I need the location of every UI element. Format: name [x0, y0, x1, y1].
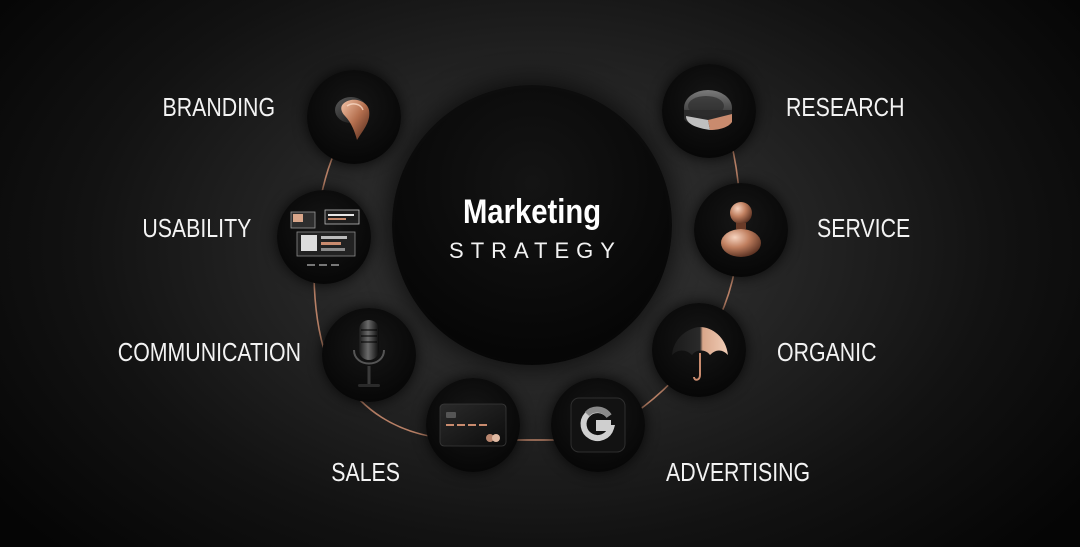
- branding-node[interactable]: [307, 70, 401, 164]
- center-title: Marketing: [462, 193, 602, 231]
- service-label: SERVICE: [817, 213, 911, 243]
- organic-label: ORGANIC: [777, 337, 877, 367]
- person-icon: [721, 202, 761, 257]
- pie-chart-icon: [684, 90, 732, 130]
- usability-node[interactable]: [277, 190, 371, 284]
- communication-node[interactable]: [322, 308, 416, 402]
- service-node[interactable]: [694, 183, 788, 277]
- cursor-hand-icon: [335, 97, 370, 140]
- advertising-label: ADVERTISING: [666, 457, 811, 487]
- google-g-icon: [570, 397, 626, 453]
- center-circle: Marketing STRATEGY: [392, 85, 672, 365]
- ui-layout-icon: [290, 209, 360, 266]
- umbrella-icon: [672, 327, 728, 381]
- research-label: RESEARCH: [786, 92, 905, 122]
- research-node[interactable]: [662, 64, 756, 158]
- microphone-icon: [353, 320, 385, 387]
- communication-label: COMMUNICATION: [117, 337, 301, 367]
- credit-card-icon: [439, 403, 507, 447]
- advertising-node[interactable]: [551, 378, 645, 472]
- sales-label: SALES: [331, 457, 400, 487]
- sales-node[interactable]: [426, 378, 520, 472]
- branding-label: BRANDING: [162, 92, 276, 122]
- usability-label: USABILITY: [142, 213, 252, 243]
- organic-node[interactable]: [652, 303, 746, 397]
- center-subtitle: STRATEGY: [449, 238, 622, 263]
